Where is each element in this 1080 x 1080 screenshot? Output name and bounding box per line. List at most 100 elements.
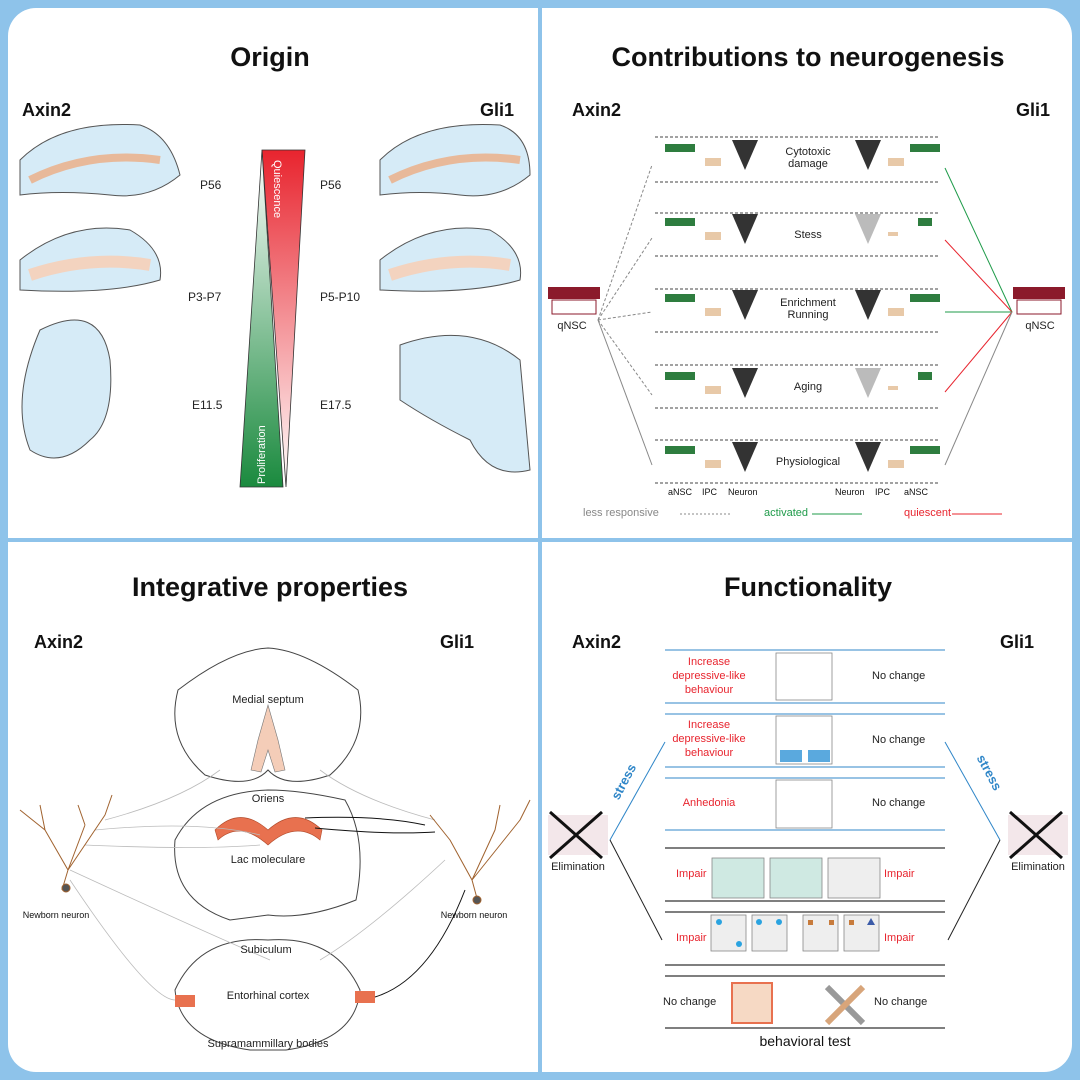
- ansc-icon: [918, 372, 932, 380]
- cell-label: aNSC: [904, 487, 929, 497]
- newborn-neuron-left-icon: [19, 794, 113, 893]
- row-dividers-black: [665, 847, 945, 1029]
- proliferation-gradient: [239, 149, 284, 488]
- elimination-left-label: Elimination: [551, 861, 605, 873]
- ipc-icon: [888, 460, 904, 468]
- quiescence-gradient: [261, 149, 306, 488]
- ansc-icon: [918, 218, 932, 226]
- left-arrows: [597, 164, 653, 466]
- stage-label: P5-P10: [320, 290, 361, 304]
- condition-label: Physiological: [775, 456, 841, 468]
- origin-left-gene: Axin2: [22, 100, 72, 120]
- origin-title: Origin: [230, 42, 310, 72]
- result-axin2: Impair: [676, 932, 707, 944]
- brain-e17-right: [399, 334, 531, 473]
- qnsc-left-label: qNSC: [557, 320, 587, 332]
- neuron-icon: [732, 214, 758, 244]
- hippocampus-p56-left: [19, 123, 181, 197]
- result-gli1: Impair: [884, 932, 915, 944]
- newborn-neuron-right-icon: [429, 799, 531, 905]
- sucrose-preference-test-icon: [775, 779, 833, 829]
- region-medial-septum: Medial septum: [232, 694, 304, 706]
- elimination-right-label: Elimination: [1011, 861, 1065, 873]
- test-images: [710, 652, 881, 1024]
- ansc-icon: [665, 144, 695, 152]
- ansc-icon: [910, 446, 940, 454]
- hippocampus-p5-right: [379, 227, 522, 292]
- integrative-title: Integrative properties: [131, 572, 409, 602]
- condition-label: Cytotoxic damage: [785, 146, 831, 170]
- brain-e11-left: [21, 319, 112, 459]
- qnsc-right-icon: [1013, 287, 1065, 315]
- fear-conditioning-icon: [711, 857, 765, 899]
- neuron-icon: [732, 368, 758, 398]
- tail-suspension-test-icon: [775, 652, 833, 701]
- neuron-icon: [732, 290, 758, 320]
- hippocampus-p56-right: [379, 123, 531, 197]
- hippocampus-p3-left: [19, 227, 162, 292]
- condition-label: Enrichment Running: [780, 297, 836, 321]
- result-axin2: Anhedonia: [682, 797, 736, 809]
- legend-quiescent: quiescent: [904, 507, 952, 519]
- result-gli1: No change: [872, 734, 926, 746]
- qnsc-right-label: qNSC: [1025, 320, 1055, 332]
- neurogenesis-left-gene: Axin2: [572, 100, 622, 120]
- ipc-icon: [888, 308, 904, 316]
- ipc-icon: [888, 232, 898, 236]
- septum-region: [250, 703, 286, 773]
- stress-arrows: [609, 741, 1001, 841]
- stage-label: P56: [200, 178, 222, 192]
- result-axin2: Increase depressive-like behaviour: [672, 656, 746, 696]
- functionality-right-gene: Gli1: [1000, 632, 1035, 652]
- region-entorhinal-cortex: Entorhinal cortex: [226, 990, 310, 1002]
- ipc-icon: [705, 232, 721, 240]
- result-axin2: Impair: [676, 868, 707, 880]
- region-lac-moleculare: Lac moleculare: [230, 854, 306, 866]
- neuron-icon: [855, 368, 881, 398]
- cell-label: IPC: [702, 487, 718, 497]
- panel-neurogenesis: [542, 8, 1072, 538]
- right-arrows: [944, 167, 1013, 466]
- cell-label: Neuron: [835, 487, 865, 497]
- integrative-right-gene: Gli1: [440, 632, 475, 652]
- entorhinal-right: [355, 991, 375, 1003]
- neuron-icon: [855, 140, 881, 170]
- ipc-icon: [705, 386, 721, 394]
- neurogenesis-title: Contributions to neurogenesis: [611, 42, 1005, 72]
- ipc-icon: [705, 308, 721, 316]
- ipc-icon: [888, 158, 904, 166]
- condition-label: Stess: [794, 229, 822, 241]
- region-oriens: Oriens: [251, 793, 285, 805]
- stage-label: E17.5: [320, 398, 352, 412]
- condition-dividers: [655, 136, 940, 484]
- condition-label: Aging: [793, 381, 823, 393]
- ipc-icon: [888, 386, 898, 390]
- cell-label: IPC: [875, 487, 891, 497]
- ansc-icon: [665, 446, 695, 454]
- region-supramammillary: Supramammillary bodies: [207, 1038, 329, 1050]
- newborn-neuron-right-label: Newborn neuron: [440, 910, 508, 920]
- ipc-icon: [705, 158, 721, 166]
- result-axin2: Increase depressive-like behaviour: [672, 719, 746, 759]
- integrative-left-gene: Axin2: [34, 632, 84, 652]
- functionality-left-gene: Axin2: [572, 632, 622, 652]
- stage-label: P56: [320, 178, 342, 192]
- result-axin2: No change: [663, 996, 717, 1008]
- behavioral-test-label: behavioral test: [759, 1033, 851, 1049]
- gli1-projections: [304, 816, 466, 998]
- legend-less-responsive: less responsive: [583, 507, 659, 519]
- entorhinal-left: [175, 995, 195, 1007]
- eliminated-nsc-left-icon: [548, 810, 608, 860]
- open-field-test-icon: [731, 982, 773, 1024]
- connection-lines: [69, 769, 446, 1001]
- cell-rows: [665, 140, 940, 472]
- result-gli1: No change: [872, 797, 926, 809]
- neuron-icon: [855, 214, 881, 244]
- ipc-icon: [705, 460, 721, 468]
- ansc-icon: [910, 144, 940, 152]
- cell-label: Neuron: [728, 487, 758, 497]
- neuron-icon: [732, 140, 758, 170]
